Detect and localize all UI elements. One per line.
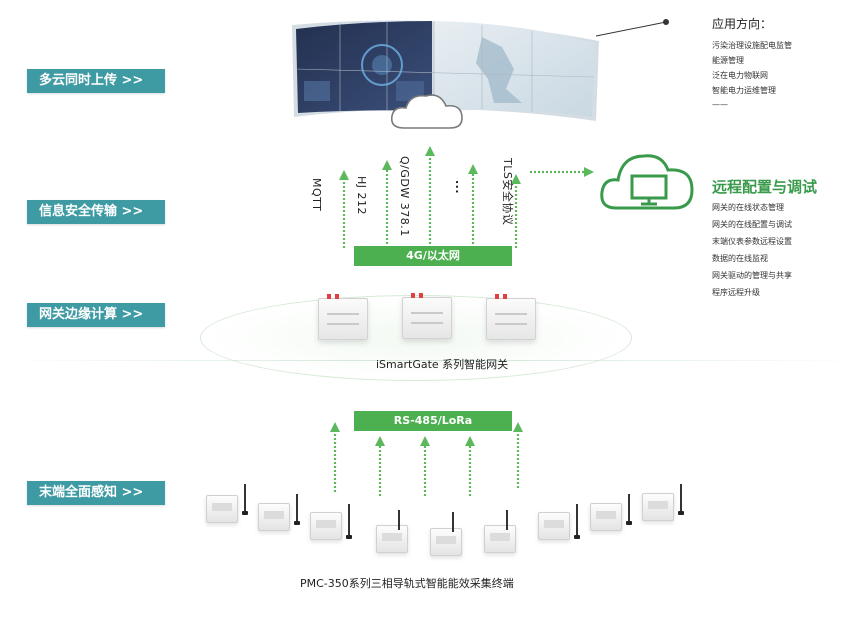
antenna-icon (244, 484, 246, 512)
field-bus-bar: RS-485/LoRa (354, 411, 512, 431)
terminal-device (430, 528, 462, 556)
protocol-label: ... (453, 180, 466, 195)
remote-arrow (530, 167, 594, 177)
antenna-base (574, 535, 580, 539)
antenna-base (678, 511, 684, 515)
applications-title: 应用方向： (712, 17, 773, 31)
antenna-icon (296, 494, 298, 522)
field-arrows (330, 422, 523, 496)
remote-config-item: 网关的在线配置与调试 (712, 220, 792, 229)
antenna-icon (348, 504, 350, 536)
leader-line (596, 19, 669, 37)
layer-label-secure-transmission: 信息安全传输 >> (27, 200, 165, 224)
remote-config-item: 网关的在线状态管理 (712, 203, 784, 212)
gateway-device (318, 294, 368, 340)
application-item: 泛在电力物联网 (712, 71, 768, 80)
application-item: 污染治理设施配电监管 (712, 41, 792, 50)
antenna-icon (506, 510, 508, 530)
remote-config-item: 数据的在线监视 (712, 254, 768, 263)
antenna-base (626, 521, 632, 525)
layer-divider (0, 360, 866, 361)
antenna-icon (576, 504, 578, 536)
remote-config-item: 程序远程升级 (712, 288, 760, 297)
terminal-device (310, 512, 342, 540)
protocol-label: Q/GDW 378.1 (398, 156, 411, 237)
gateway-device (402, 293, 452, 339)
terminal-device (484, 525, 516, 553)
dashboard-screen-wall (292, 20, 599, 121)
gateway-caption: iSmartGate 系列智能网关 (376, 358, 509, 371)
terminal-device (538, 512, 570, 540)
terminal-device (258, 503, 290, 531)
remote-config-item: 末端仪表参数远程设置 (712, 237, 792, 246)
antenna-icon (452, 512, 454, 532)
cloud-monitor-icon (600, 154, 694, 210)
antenna-base (346, 535, 352, 539)
cloud-icon (390, 94, 463, 129)
terminal-device (642, 493, 674, 521)
protocol-label: HJ 212 (355, 176, 368, 216)
protocol-label: MQTT (310, 178, 323, 212)
terminal-device (590, 503, 622, 531)
network-bar: 4G/以太网 (354, 246, 512, 266)
application-item: 智能电力运维管理 (712, 86, 776, 95)
gateway-device (486, 294, 536, 340)
antenna-icon (680, 484, 682, 512)
antenna-icon (398, 510, 400, 530)
layer-label-edge-computing: 网关边缘计算 >> (27, 303, 165, 327)
application-item: —— (712, 100, 728, 109)
antenna-icon (628, 494, 630, 522)
protocol-label: TLS安全协议 (501, 158, 514, 226)
antenna-base (242, 511, 248, 515)
terminal-device (376, 525, 408, 553)
remote-config-item: 网关驱动的管理与共享 (712, 271, 792, 280)
application-item: 能源管理 (712, 56, 744, 65)
layer-label-terminal-sensing: 末端全面感知 >> (27, 481, 165, 505)
antenna-base (294, 521, 300, 525)
remote-config-title: 远程配置与调试 (712, 178, 818, 196)
terminal-caption: PMC-350系列三相导轨式智能能效采集终端 (300, 577, 514, 590)
layer-label-cloud-upload: 多云同时上传 >> (27, 69, 165, 93)
terminal-device (206, 495, 238, 523)
upload-arrows (339, 146, 521, 248)
